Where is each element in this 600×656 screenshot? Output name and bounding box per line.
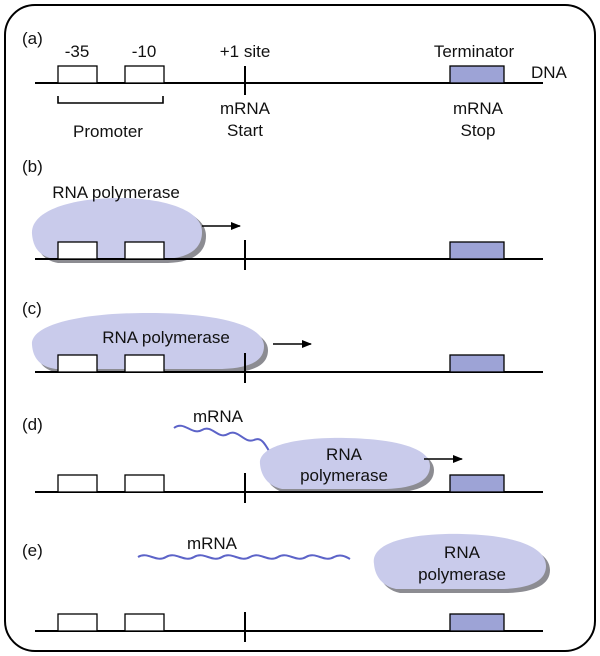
- rna-polymerase-d: [259, 437, 430, 489]
- mrna-stop-line2: Stop: [461, 121, 496, 140]
- polymerase-label-b: RNA polymerase: [52, 183, 180, 202]
- minus-10-label: -10: [132, 42, 157, 61]
- minus-10-box-e: [124, 613, 165, 632]
- mrna-strand-e: [137, 554, 351, 560]
- minus-35-box: [57, 65, 98, 84]
- terminator-box-d: [449, 474, 505, 493]
- panel-c: (c) RNA polymerase: [22, 299, 543, 383]
- mrna-label-e: mRNA: [187, 534, 238, 553]
- dna-label: DNA: [531, 63, 568, 82]
- terminator-label: Terminator: [434, 42, 515, 61]
- terminator-box: [449, 65, 505, 84]
- minus-10-box-b: [124, 241, 165, 260]
- minus-35-box-c: [57, 354, 98, 373]
- panel-d-label: (d): [22, 415, 43, 434]
- promoter-bracket: [57, 96, 164, 104]
- polymerase-label-e-line1: RNA: [444, 543, 481, 562]
- minus-10-box-c: [124, 354, 165, 373]
- promoter-label: Promoter: [73, 122, 143, 141]
- panel-c-label: (c): [22, 299, 42, 318]
- polymerase-label-e-line2: polymerase: [418, 565, 506, 584]
- mrna-start-line1: mRNA: [220, 99, 271, 118]
- panel-a: (a) -35 -10 +1 site Terminator DNA Promo…: [22, 29, 568, 141]
- minus-35-box-d: [57, 474, 98, 493]
- minus-35-box-b: [57, 241, 98, 260]
- mrna-label-d: mRNA: [193, 407, 244, 426]
- panel-b: (b) RNA polymerase: [22, 157, 543, 270]
- terminator-box-c: [449, 354, 505, 373]
- polymerase-label-c: RNA polymerase: [102, 328, 230, 347]
- minus-35-box-e: [57, 613, 98, 632]
- rna-polymerase-e: [373, 533, 546, 589]
- terminator-box-e: [449, 613, 505, 632]
- minus-10-box-d: [124, 474, 165, 493]
- panel-e-label: (e): [22, 541, 43, 560]
- mrna-start-line2: Start: [227, 121, 263, 140]
- terminator-box-b: [449, 241, 505, 260]
- mrna-stop-line1: mRNA: [453, 99, 504, 118]
- minus-35-label: -35: [65, 42, 90, 61]
- polymerase-label-d-line2: polymerase: [300, 466, 388, 485]
- panel-e: (e) mRNA RNA polymerase: [22, 533, 550, 642]
- minus-10-box: [124, 65, 165, 84]
- polymerase-label-d-line1: RNA: [326, 445, 363, 464]
- mrna-strand-d: [173, 424, 273, 457]
- plus-1-site-label: +1 site: [220, 42, 271, 61]
- panel-d: (d) mRNA RNA polymerase: [22, 407, 543, 503]
- panel-b-label: (b): [22, 157, 43, 176]
- panel-a-label: (a): [22, 29, 43, 48]
